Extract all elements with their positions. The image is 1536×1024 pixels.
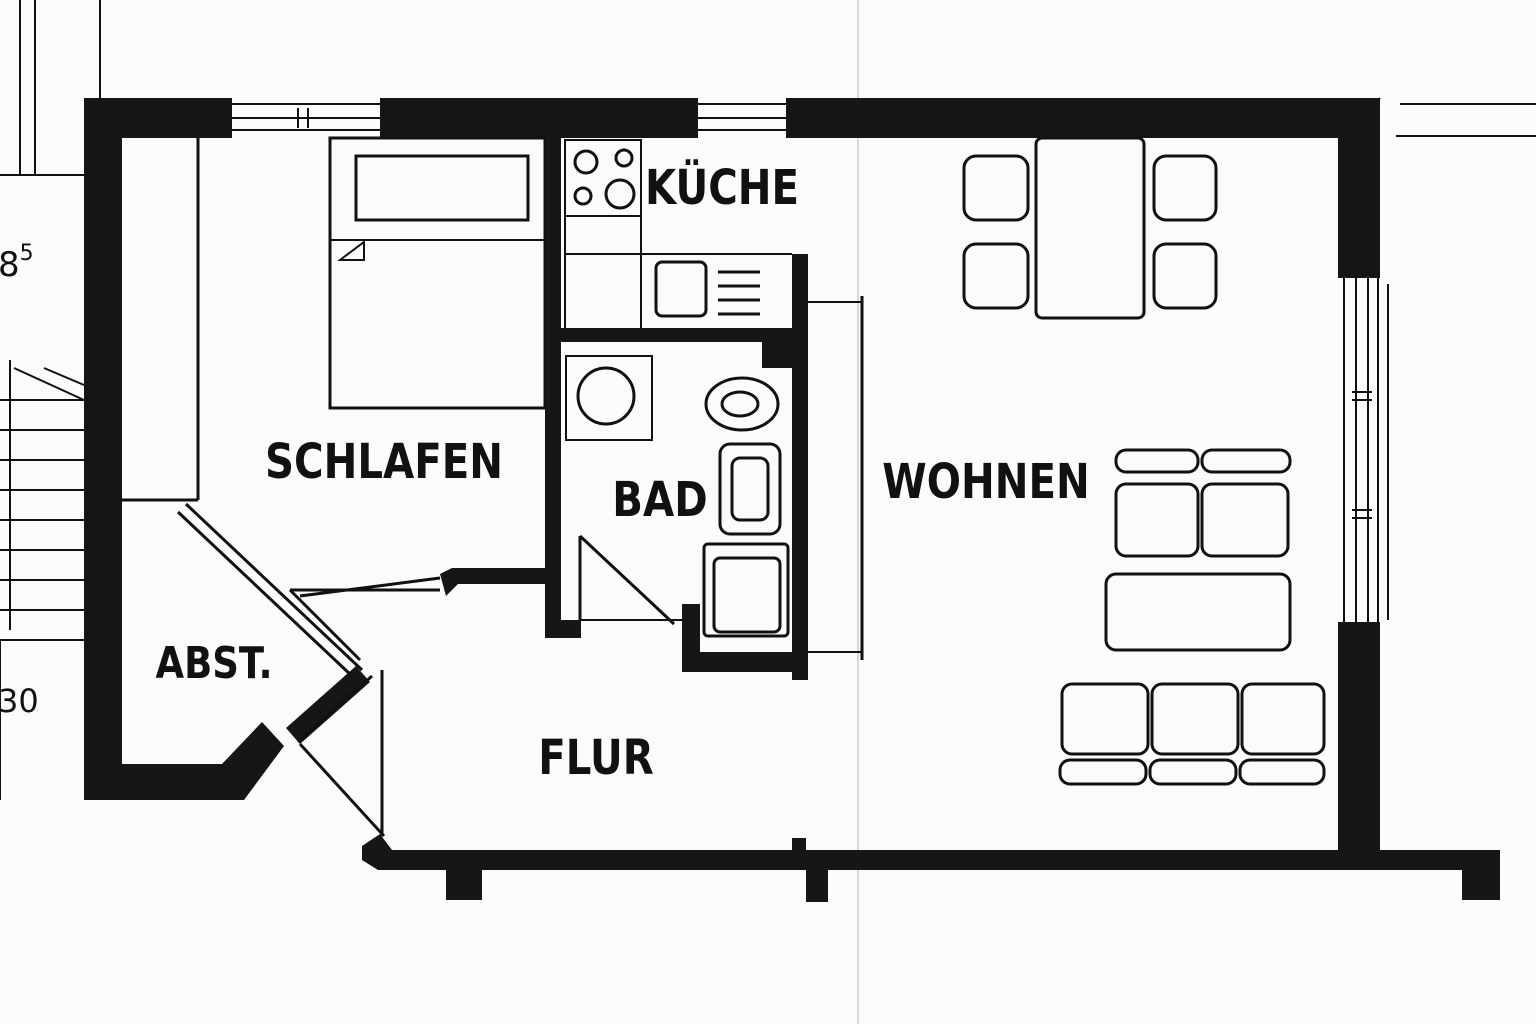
window-living-room: [1343, 278, 1389, 622]
room-label-kueche: KÜCHE: [645, 159, 799, 216]
room-label-wohnen: WOHNEN: [882, 455, 1089, 510]
windows: [232, 97, 1536, 622]
dimension-label-bottom: 30: [0, 682, 39, 720]
bathtub-icon: [718, 442, 782, 536]
window-bedroom: [232, 103, 380, 131]
room-labels: KÜCHE SCHLAFEN BAD WOHNEN ABST. FLUR: [155, 159, 1089, 786]
living-room-cabinet: [808, 296, 864, 660]
dimension-superscript-top: 5: [20, 241, 34, 266]
coffee-table-icon: [1104, 572, 1292, 652]
stairwell: [0, 0, 101, 800]
wardrobe: [122, 138, 200, 502]
walls: [84, 98, 1500, 902]
stove-icon: [564, 139, 642, 217]
dimension-labels: 85 30: [0, 241, 39, 720]
bathroom-door-icon: [578, 534, 682, 626]
room-label-schlafen: SCHLAFEN: [265, 435, 503, 490]
counter: [564, 140, 792, 328]
room-label-flur: FLUR: [538, 731, 654, 786]
chair-icon: [962, 154, 1030, 222]
flur-door-icon: [288, 576, 441, 662]
door-swings: [176, 502, 441, 838]
sofa-icon: [1058, 682, 1326, 786]
entrance-door-icon: [297, 670, 386, 838]
washing-machine-icon: [565, 355, 653, 441]
chair-icon: [1152, 242, 1218, 310]
bathroom-fixtures: [565, 355, 790, 638]
sink-icon: [654, 260, 760, 318]
bedroom-furniture: [122, 136, 547, 502]
bed: [328, 136, 547, 410]
living-room-furniture: [962, 136, 1326, 786]
chair-icon: [1152, 154, 1218, 222]
toilet-icon: [704, 376, 780, 432]
room-label-bad: BAD: [612, 473, 707, 528]
dining-chairs: [962, 154, 1218, 310]
armchairs: [1114, 448, 1292, 558]
shower-tray-icon: [702, 542, 790, 638]
kitchen-fixtures: [564, 139, 792, 328]
dimension-label-top: 85: [0, 241, 34, 285]
balcony-edge: [1371, 97, 1536, 137]
dimension-value-top: 8: [0, 245, 20, 285]
abstellraum-door-icon: [176, 502, 364, 678]
window-kitchen: [698, 103, 786, 131]
room-label-abstellraum: ABST.: [155, 637, 272, 689]
chair-icon: [962, 242, 1030, 310]
dining-table-icon: [1034, 136, 1146, 320]
